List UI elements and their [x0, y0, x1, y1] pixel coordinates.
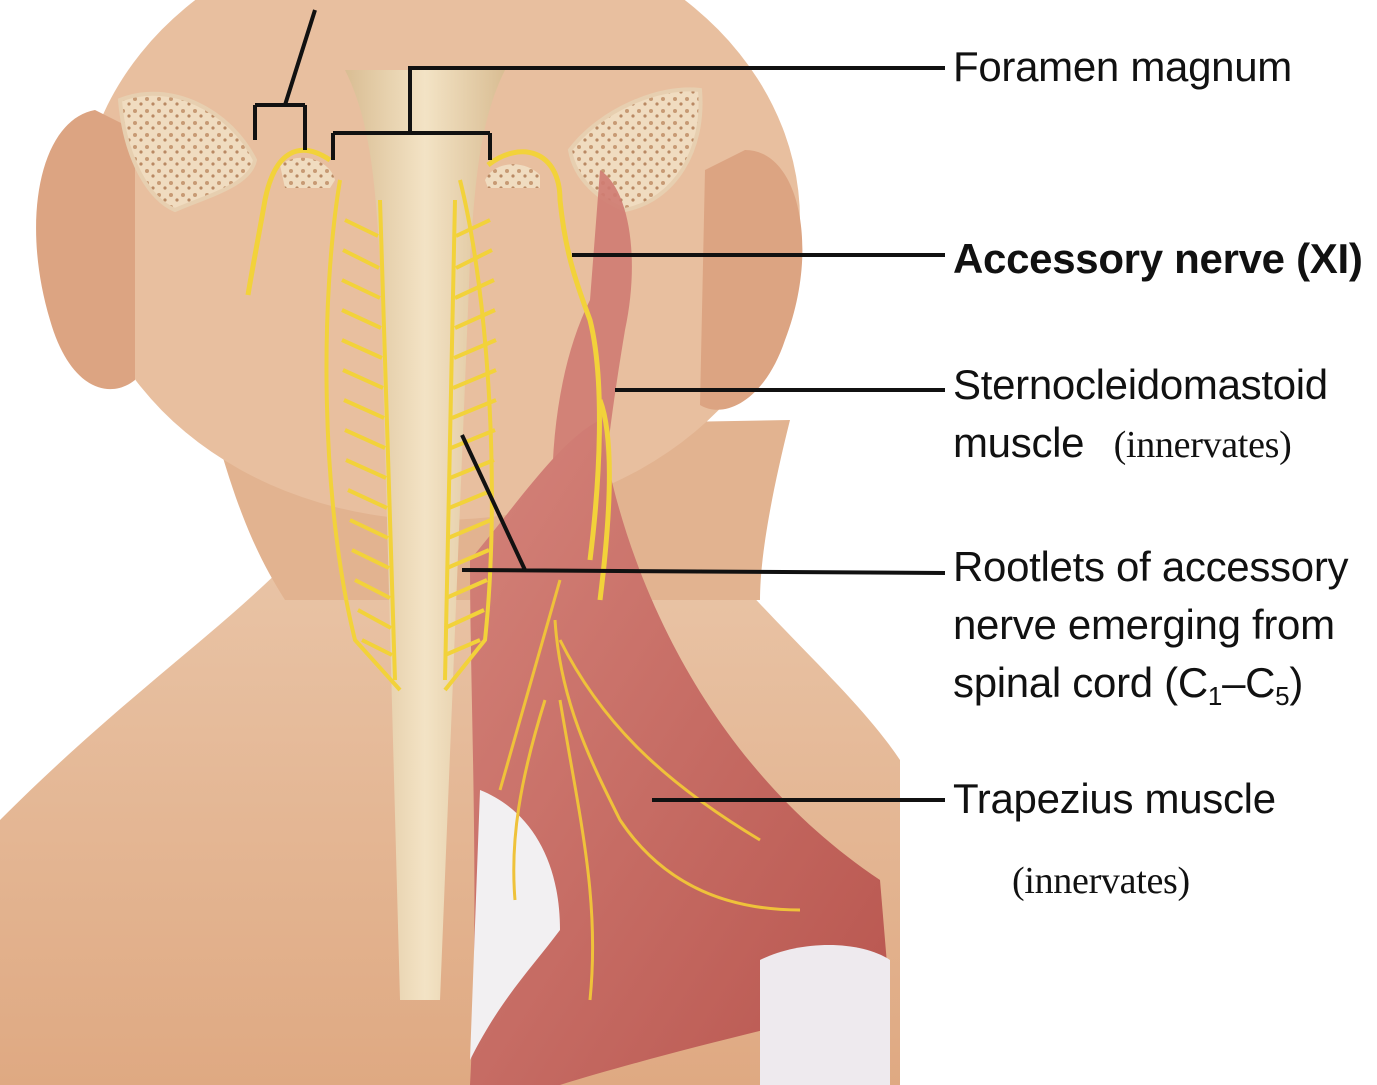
- rootlets-line2: nerve emerging from: [953, 596, 1348, 654]
- rootlets-line3: spinal cord (C1–C5): [953, 654, 1348, 725]
- label-trapezius: Trapezius muscle: [953, 770, 1276, 828]
- label-trapezius-note: (innervates): [1012, 852, 1190, 910]
- sternocleidomastoid-line2: muscle (innervates): [953, 414, 1328, 474]
- label-foramen-magnum: Foramen magnum: [953, 38, 1292, 96]
- sternocleidomastoid-note: (innervates): [1114, 424, 1292, 466]
- label-sternocleidomastoid: Sternocleidomastoid muscle (innervates): [953, 356, 1328, 474]
- sternocleidomastoid-line1: Sternocleidomastoid: [953, 356, 1328, 414]
- label-accessory-nerve: Accessory nerve (XI): [953, 230, 1363, 288]
- rootlets-line1: Rootlets of accessory: [953, 538, 1348, 596]
- tendon-patch-lower: [760, 945, 890, 1085]
- label-rootlets: Rootlets of accessory nerve emerging fro…: [953, 538, 1348, 725]
